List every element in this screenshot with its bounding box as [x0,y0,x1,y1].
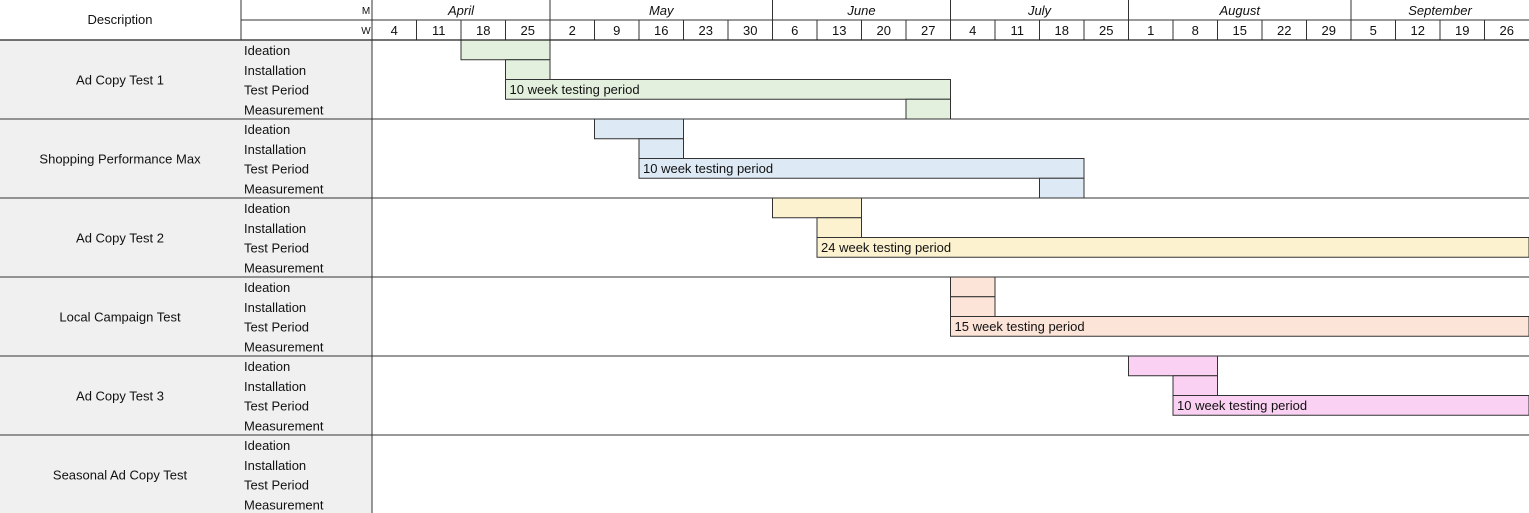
bar-label: 10 week testing period [1177,398,1307,413]
week-label: 29 [1322,23,1336,38]
gantt-bar-test-period [505,79,951,100]
week-label: 20 [877,23,891,38]
week-label: 5 [1370,23,1377,38]
description-cell-bg [0,119,372,198]
gantt-bar-test-period [816,237,1529,258]
gantt-bar-ideation [772,197,862,219]
month-label: April [447,3,475,18]
month-row-label: M [362,6,370,17]
task-label: Installation [244,379,306,394]
task-label: Test Period [244,83,309,98]
gantt-bar-installation [1172,375,1218,396]
week-label: 18 [476,23,490,38]
week-label: 2 [569,23,576,38]
gantt-bar-installation [638,138,684,159]
project-name: Ad Copy Test 2 [76,231,164,246]
description-header: Description [87,12,152,27]
gantt-bar-test-period [1172,395,1529,416]
gantt-bar-measurement [1039,177,1085,199]
bar-label: 15 week testing period [955,319,1085,334]
task-label: Ideation [244,359,290,374]
week-label: 18 [1055,23,1069,38]
bar-label: 10 week testing period [643,161,773,176]
bars-layer [460,39,1529,416]
week-label: 6 [791,23,798,38]
project-name: Shopping Performance Max [39,152,201,167]
task-label: Test Period [244,399,309,414]
task-label: Test Period [244,320,309,335]
task-label: Measurement [244,418,324,433]
task-label: Measurement [244,181,324,196]
description-cell-bg [0,435,372,513]
gantt-bar-ideation [1128,355,1218,377]
month-label: July [1027,3,1053,18]
task-label: Installation [244,458,306,473]
week-label: 19 [1455,23,1469,38]
month-label: June [846,3,875,18]
task-label: Test Period [244,241,309,256]
task-label: Measurement [244,497,324,512]
gantt-bar-test-period [950,316,1529,337]
task-label: Ideation [244,280,290,295]
gantt-bar-installation [816,217,862,238]
gantt-bar-measurement [905,98,951,120]
project-name: Ad Copy Test 3 [76,389,164,404]
bar-label: 24 week testing period [821,240,951,255]
week-label: 4 [391,23,398,38]
description-cell-bg [0,277,372,356]
task-label: Ideation [244,438,290,453]
week-label: 15 [1233,23,1247,38]
project-name: Seasonal Ad Copy Test [53,468,188,483]
week-label: 13 [832,23,846,38]
week-label: 25 [521,23,535,38]
description-cell-bg [0,40,372,119]
week-label: 11 [1011,23,1025,38]
week-label: 12 [1411,23,1425,38]
week-label: 27 [921,23,935,38]
task-label: Installation [244,300,306,315]
task-label: Test Period [244,162,309,177]
gantt-bar-installation [505,59,551,80]
task-label: Ideation [244,122,290,137]
task-label: Ideation [244,43,290,58]
gantt-bar-ideation [594,118,684,140]
month-label: August [1219,3,1262,18]
project-name: Local Campaign Test [59,310,181,325]
week-label: 16 [654,23,668,38]
description-cell-bg [0,356,372,435]
gantt-bar-ideation [460,39,551,61]
month-label: May [649,3,675,18]
project-name: Ad Copy Test 1 [76,73,164,88]
month-label: September [1408,3,1472,18]
week-label: 11 [432,23,446,38]
week-label: 26 [1500,23,1514,38]
task-label: Measurement [244,339,324,354]
gantt-bar-test-period [638,158,1085,179]
week-label: 8 [1192,23,1199,38]
week-label: 23 [699,23,713,38]
week-label: 30 [743,23,757,38]
task-label: Test Period [244,478,309,493]
gantt-bar-ideation [950,276,996,298]
week-row-label: W [361,26,371,37]
week-label: 1 [1147,23,1154,38]
bar-label: 10 week testing period [510,82,640,97]
task-label: Installation [244,142,306,157]
description-cell-bg [0,198,372,277]
task-label: Measurement [244,102,324,117]
week-label: 25 [1099,23,1113,38]
week-label: 4 [969,23,976,38]
task-label: Ideation [244,201,290,216]
week-label: 22 [1277,23,1291,38]
grid-layer [0,40,372,513]
gantt-bar-installation [950,296,996,317]
task-label: Installation [244,221,306,236]
week-label: 9 [613,23,620,38]
task-label: Measurement [244,260,324,275]
task-label: Installation [244,63,306,78]
